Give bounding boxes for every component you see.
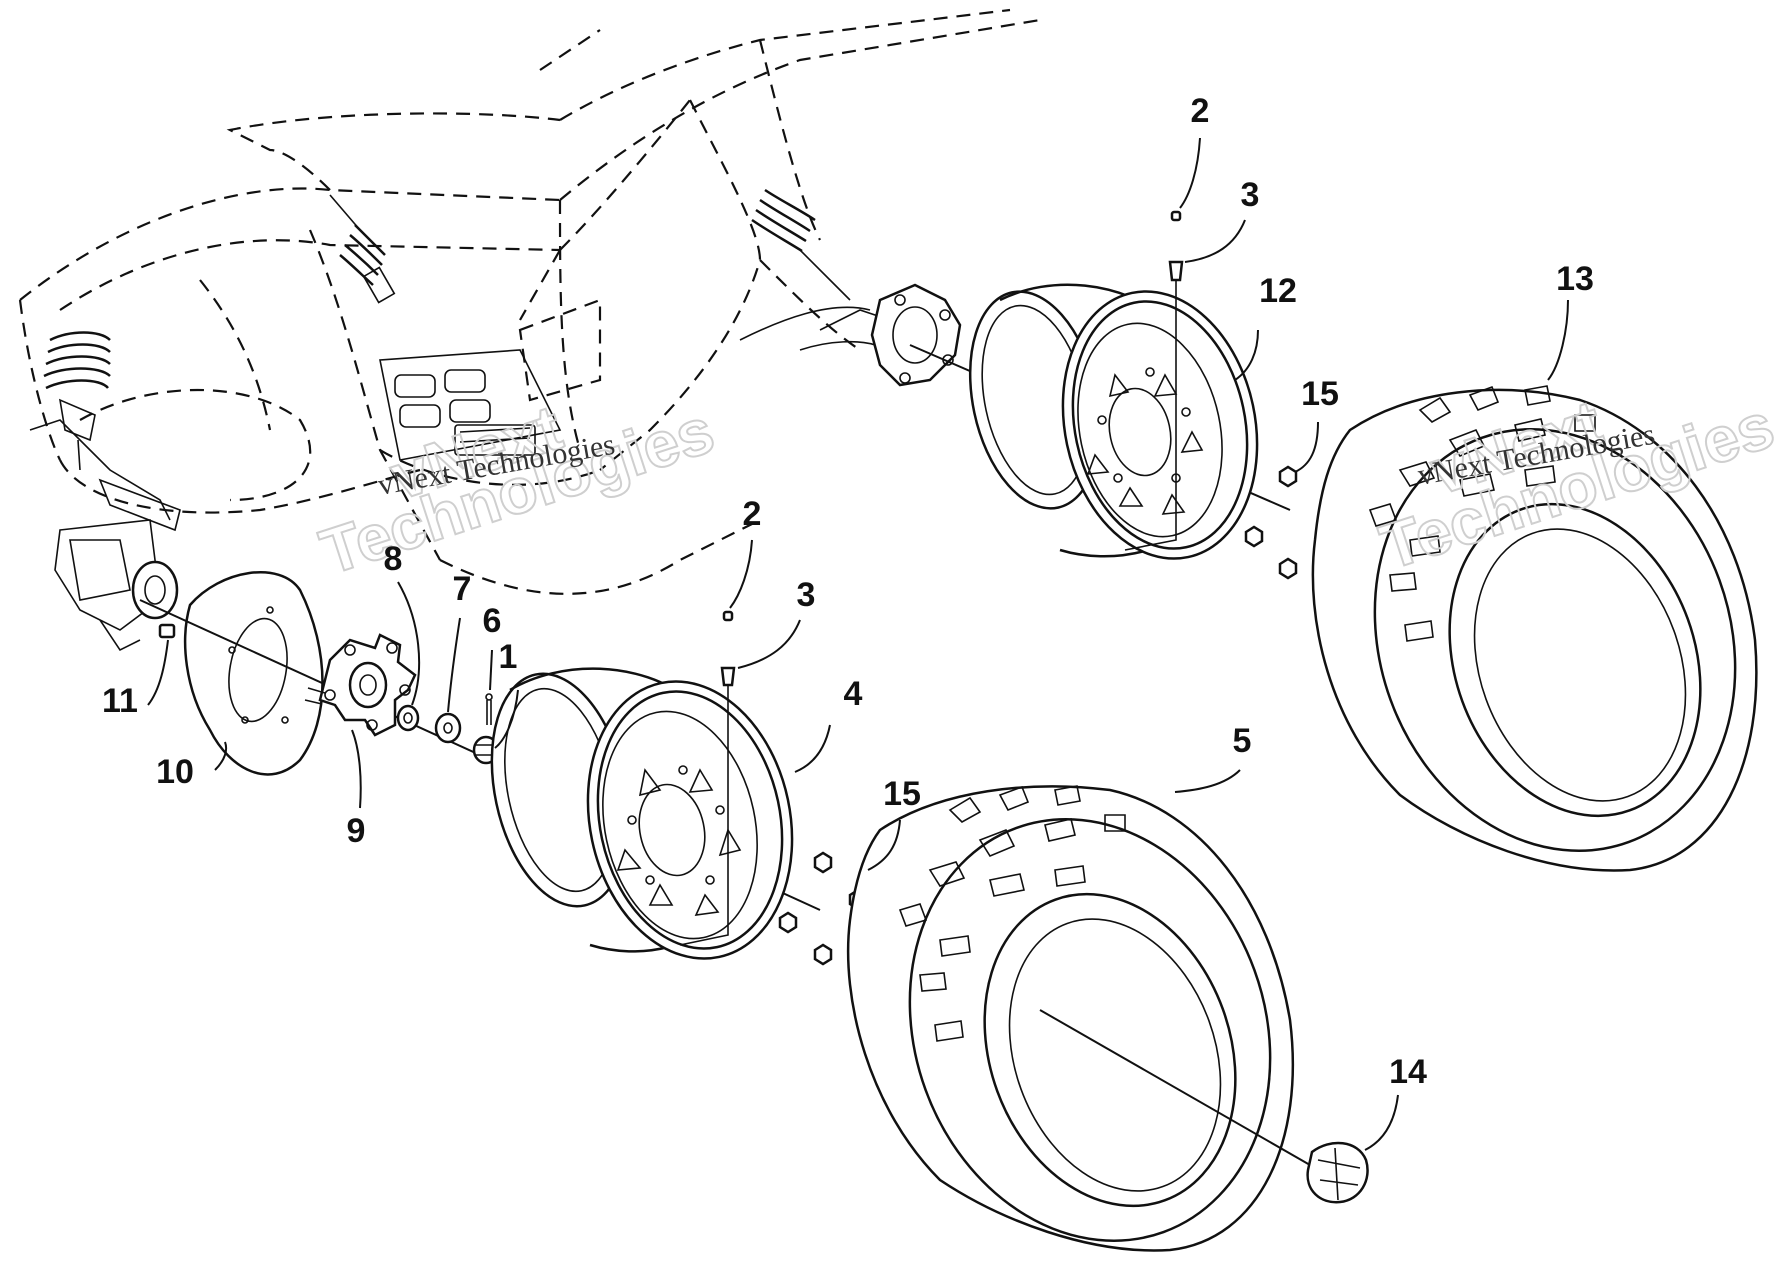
callout-15: 15 <box>1301 375 1339 413</box>
callout-1: 1 <box>499 638 518 676</box>
hub-washer <box>434 712 462 744</box>
valve-cap-rear <box>1170 210 1182 222</box>
front-hubcap-line <box>1039 1009 1311 1166</box>
rear-wheel-rim <box>968 283 1259 560</box>
valve-stem-rear <box>1124 260 1184 551</box>
front-tire <box>846 785 1295 1252</box>
callout-2: 2 <box>743 495 762 533</box>
vehicle-body-outline <box>18 8 1041 595</box>
rear-hub <box>799 283 962 387</box>
valve-stem-front <box>679 666 736 946</box>
callout-12: 12 <box>1259 272 1297 310</box>
callout-leaders <box>147 137 1569 1151</box>
callout-8: 8 <box>384 540 403 578</box>
left-coil-spring <box>43 331 111 471</box>
hub-cap <box>1306 1141 1369 1204</box>
wheel-hub <box>304 633 417 737</box>
cotter-pin <box>485 693 493 725</box>
steering-knuckle <box>29 419 181 652</box>
callout-labels: 1 2 2 3 3 4 5 6 7 8 9 10 11 12 13 14 15 … <box>102 92 1594 1091</box>
hub-spacer <box>396 704 420 732</box>
callout-14: 14 <box>1389 1053 1427 1091</box>
callout-5: 5 <box>1233 722 1252 760</box>
callout-9: 9 <box>347 812 366 850</box>
callout-3: 3 <box>797 576 816 614</box>
front-shock-absorber <box>329 194 396 304</box>
callout-2: 2 <box>1191 92 1210 130</box>
valve-cap-front <box>722 610 734 622</box>
callout-11: 11 <box>102 682 138 720</box>
callout-7: 7 <box>453 570 472 608</box>
callout-3: 3 <box>1241 176 1260 214</box>
floorboard <box>379 349 562 461</box>
front-lug-nuts <box>778 851 868 966</box>
callout-15: 15 <box>883 775 921 813</box>
callout-4: 4 <box>844 675 863 713</box>
front-wheel-rim <box>490 667 794 960</box>
callout-6: 6 <box>483 602 502 640</box>
brake-disc <box>183 571 324 776</box>
rear-tire <box>1311 385 1758 872</box>
callout-13: 13 <box>1556 260 1594 298</box>
disc-bolt <box>158 623 176 639</box>
callout-10: 10 <box>156 753 194 791</box>
rear-shock-absorber <box>739 188 871 341</box>
